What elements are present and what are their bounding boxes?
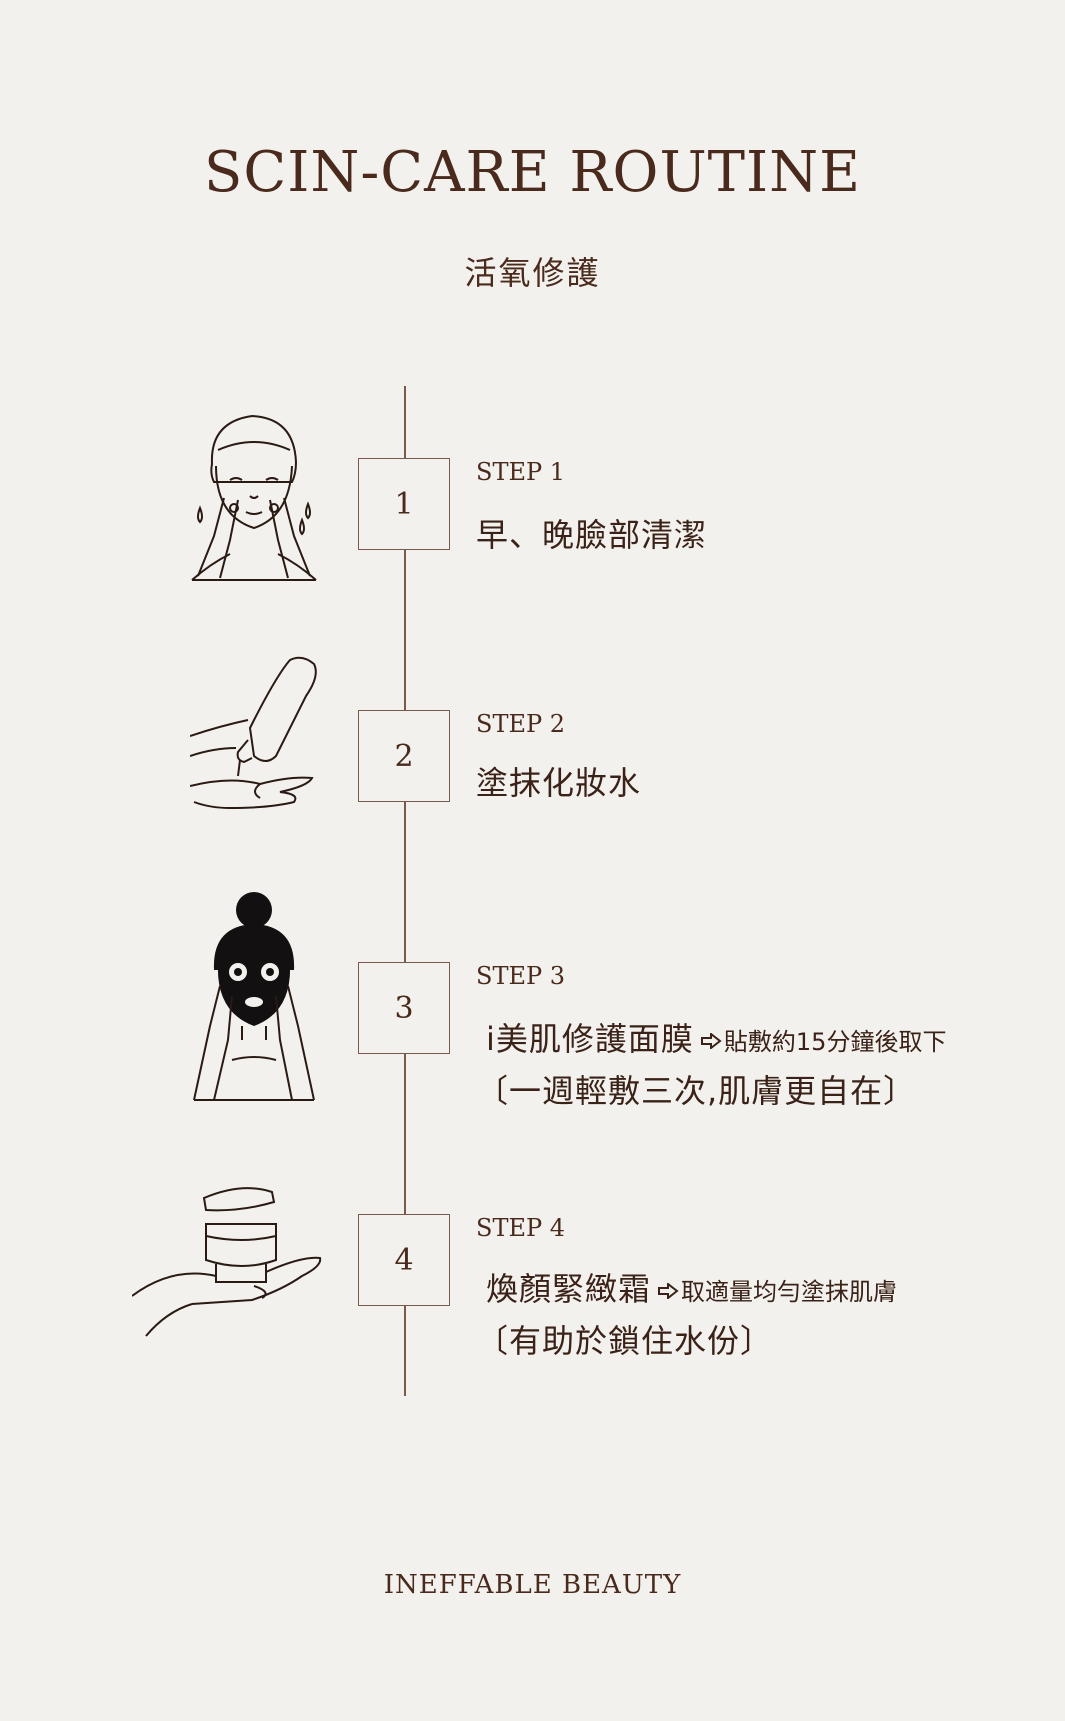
page-title: SCIN-CARE ROUTINE	[203, 140, 861, 205]
arrow-right-icon	[700, 1033, 722, 1049]
step-4-note: 取適量均勻塗抹肌膚	[681, 1278, 898, 1306]
face-washing-icon	[191, 414, 317, 581]
face-mask-woman-icon	[193, 892, 315, 1101]
step-1-number: 1	[358, 458, 450, 550]
step-3-note: 貼敷約15分鐘後取下	[723, 1028, 947, 1056]
step-4-number: 4	[358, 1214, 450, 1306]
step-4-label: STEP 4	[476, 1214, 566, 1242]
step-2-label: STEP 2	[476, 710, 566, 738]
timeline-line	[404, 386, 406, 1396]
step-4-text: 煥顏緊緻霜 取適量均勻塗抹肌膚	[486, 1264, 897, 1310]
step-3-main-text: i美肌修護面膜	[486, 1020, 694, 1058]
step-3-text: i美肌修護面膜 貼敷約15分鐘後取下	[486, 1014, 946, 1060]
step-2-text: 塗抹化妝水	[476, 764, 642, 802]
arrow-right-icon	[658, 1283, 679, 1299]
brand-footer: INEFFABLE BEAUTY	[383, 1570, 682, 1600]
step-1-label: STEP 1	[476, 458, 566, 486]
step-4-subtext: 〔有助於鎖住水份〕	[476, 1322, 774, 1360]
cream-jar-hand-icon	[132, 1187, 322, 1337]
step-4-main-text: 煥顏緊緻霜	[486, 1270, 652, 1308]
page-subtitle: 活氧修護	[464, 254, 601, 292]
step-3-number: 3	[358, 962, 450, 1054]
step-3-label: STEP 3	[476, 962, 566, 990]
step-2-number: 2	[358, 710, 450, 802]
toner-bottle-hand-icon	[190, 656, 317, 810]
step-3-subtext: 〔一週輕敷三次,肌膚更自在〕	[476, 1072, 917, 1110]
step-1-text: 早、晚臉部清潔	[476, 516, 708, 554]
